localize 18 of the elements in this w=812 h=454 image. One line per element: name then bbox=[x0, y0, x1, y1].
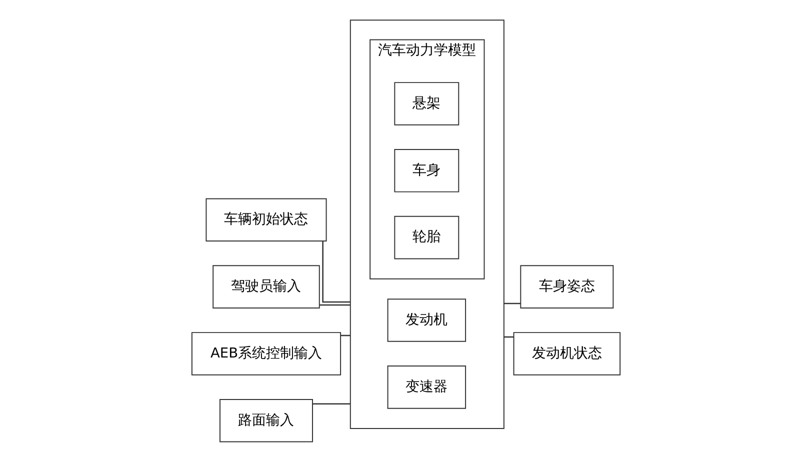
node-box: 车身 bbox=[394, 149, 460, 192]
cluster bbox=[350, 20, 504, 429]
node-box: 发动机状态 bbox=[513, 332, 621, 376]
node-box: 变速器 bbox=[387, 366, 466, 409]
node-box: 驾驶员输入 bbox=[212, 265, 320, 308]
connector bbox=[340, 334, 350, 336]
node-box: 车身姿态 bbox=[520, 265, 614, 308]
node-box: 发动机 bbox=[387, 298, 466, 342]
node-box: 车辆初始状态 bbox=[206, 198, 327, 242]
node-box: 悬架 bbox=[394, 82, 460, 126]
node-box: AEB系统控制输入 bbox=[191, 332, 342, 376]
connector bbox=[504, 336, 514, 338]
connector bbox=[504, 302, 521, 304]
connector bbox=[320, 304, 350, 306]
connector bbox=[322, 241, 350, 303]
connector bbox=[312, 403, 350, 405]
node-box: 轮胎 bbox=[394, 216, 460, 260]
node-box: 路面输入 bbox=[220, 398, 313, 442]
